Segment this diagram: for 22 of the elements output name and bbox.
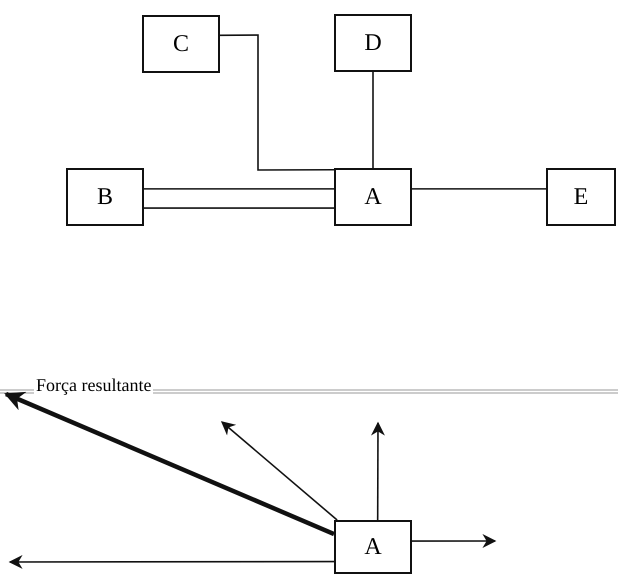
force-arrow [220,421,338,521]
force-arrow [8,554,334,569]
box-label: D [364,31,382,55]
letter-box [334,520,412,574]
box-label: A [364,535,382,559]
box-label: C [172,32,189,56]
connector-line [412,188,546,190]
letter-box [334,14,412,72]
connector-line [372,72,374,168]
box-label: A [364,185,382,209]
resultant-force-arrow [4,392,335,536]
connector-line [144,188,334,190]
connector-line [144,207,334,209]
letter-box [142,15,220,73]
box-label: E [574,185,588,209]
force-arrow [370,422,385,520]
connector-line [220,34,334,171]
letter-box [66,168,144,226]
letter-box [334,168,412,226]
letter-box [546,168,616,226]
box-label: B [96,185,113,209]
force-arrow [412,534,496,548]
